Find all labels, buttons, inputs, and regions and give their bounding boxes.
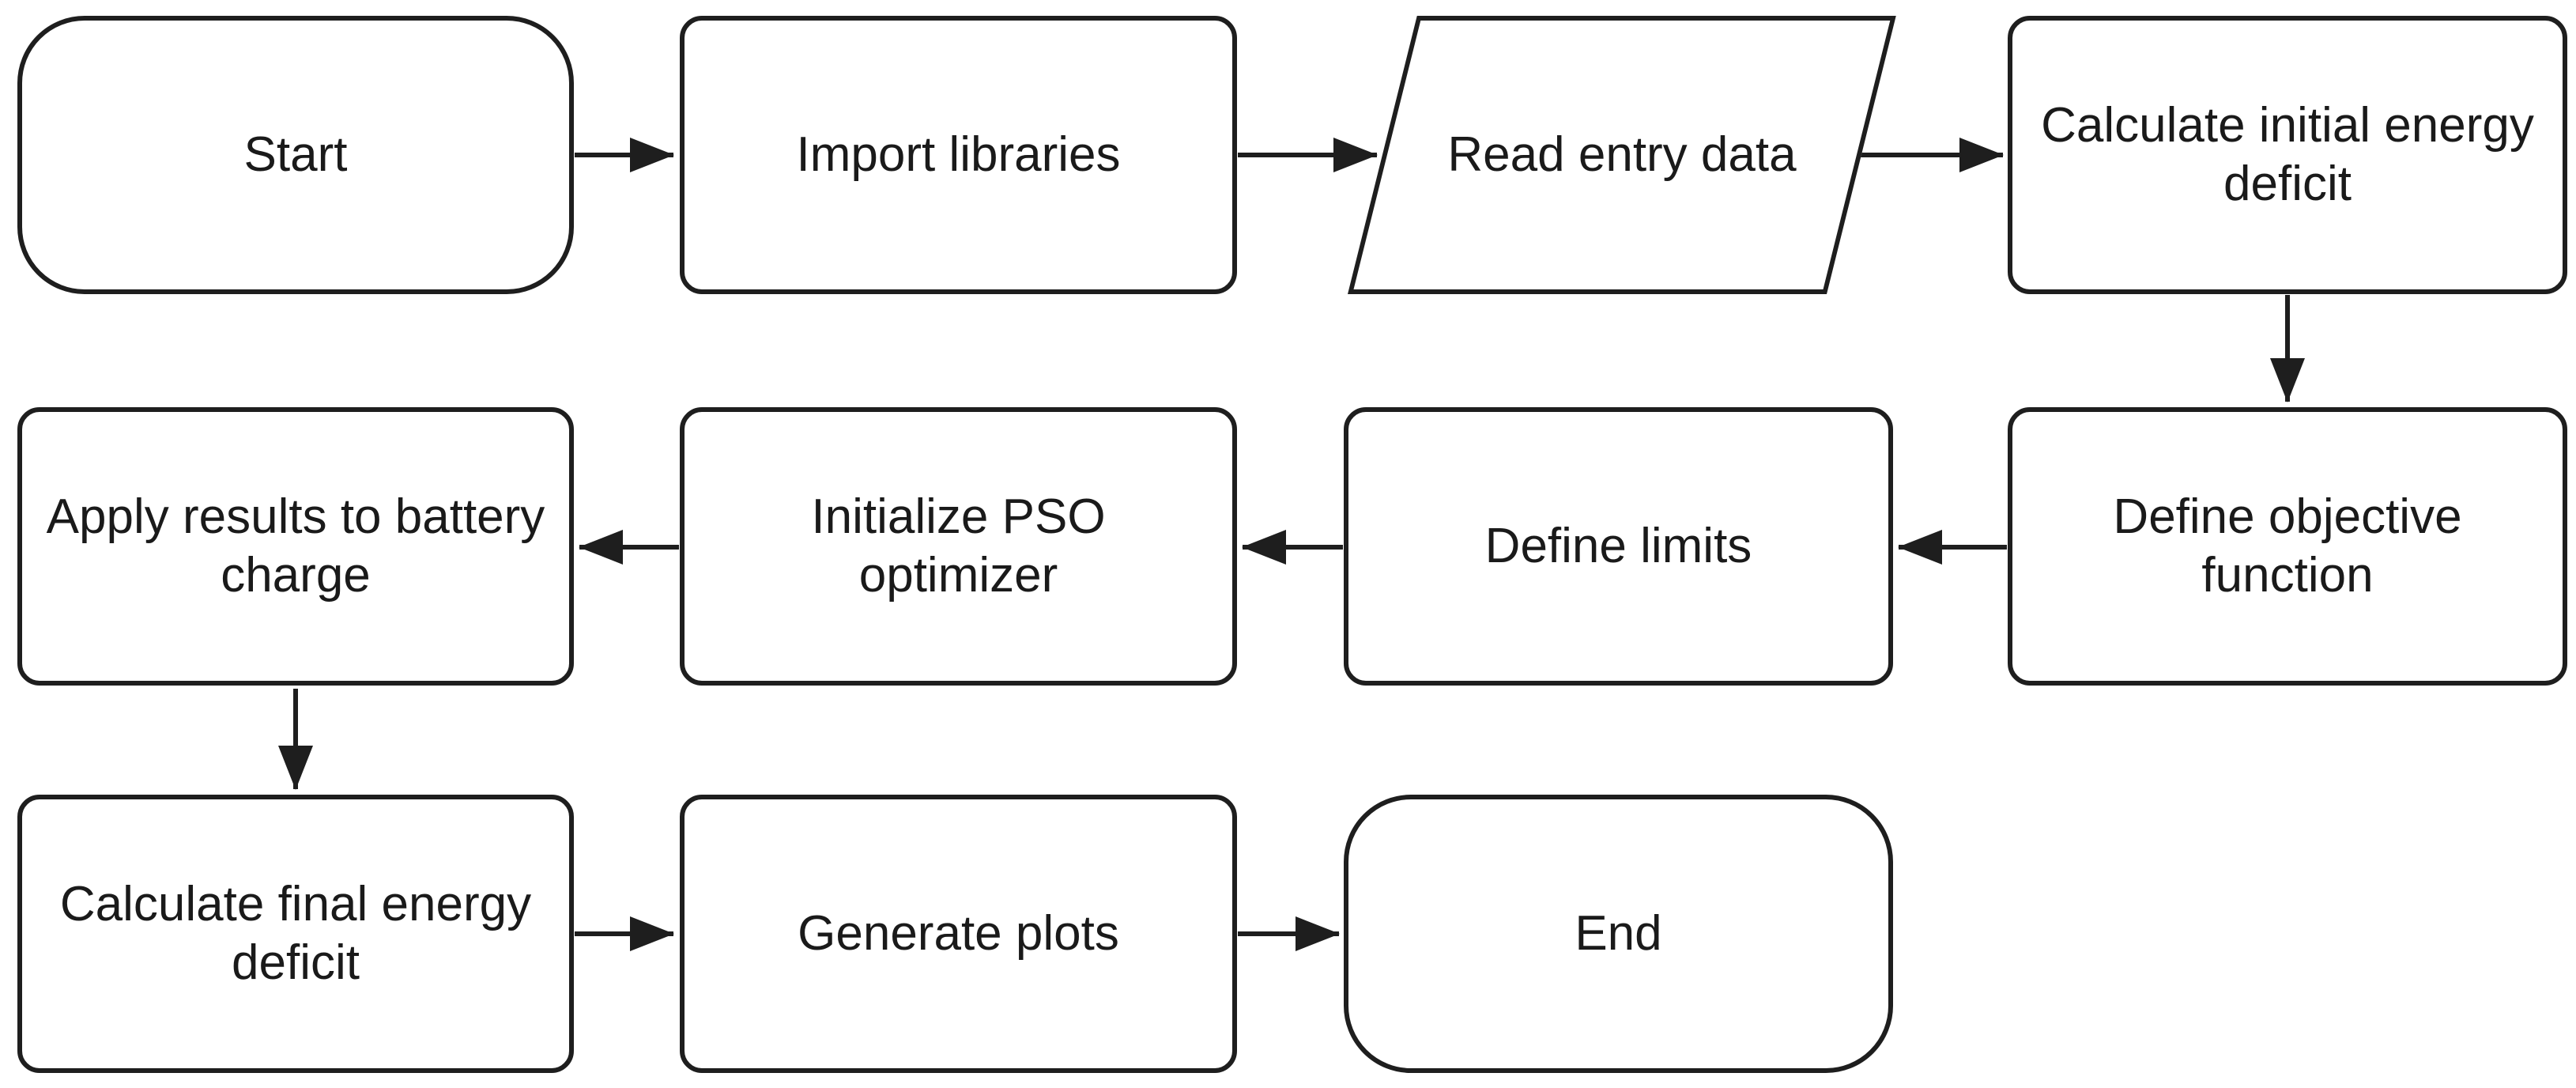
node-initialize-pso-optimizer: Initialize PSO optimizer xyxy=(680,407,1237,686)
node-read-entry-data-label: Read entry data xyxy=(1447,127,1797,182)
node-define-limits-label: Define limits xyxy=(1484,518,1752,573)
node-define-limits: Define limits xyxy=(1344,407,1893,686)
node-import-libraries-label: Import libraries xyxy=(796,127,1121,182)
node-calculate-initial-energy-deficit: Calculate initial energy deficit xyxy=(2008,16,2567,294)
node-end: End xyxy=(1344,795,1893,1073)
node-read-entry-data: Read entry data xyxy=(1348,16,1896,294)
node-generate-plots-label: Generate plots xyxy=(798,905,1119,961)
node-generate-plots: Generate plots xyxy=(680,795,1237,1073)
node-calculate-final-energy-deficit: Calculate final energy deficit xyxy=(17,795,574,1073)
node-apply-results-to-battery-charge: Apply results to battery charge xyxy=(17,407,574,686)
node-start-label: Start xyxy=(243,127,348,182)
node-calculate-initial-energy-deficit-label: Calculate initial energy deficit xyxy=(2041,97,2534,211)
node-apply-results-to-battery-charge-label: Apply results to battery charge xyxy=(46,489,545,603)
node-import-libraries: Import libraries xyxy=(680,16,1237,294)
node-calculate-final-energy-deficit-label: Calculate final energy deficit xyxy=(59,876,532,990)
node-end-label: End xyxy=(1575,905,1662,961)
node-start: Start xyxy=(17,16,574,294)
node-define-objective-function: Define objective function xyxy=(2008,407,2567,686)
node-define-objective-function-label: Define objective function xyxy=(2113,489,2462,603)
node-initialize-pso-optimizer-label: Initialize PSO optimizer xyxy=(811,489,1106,603)
